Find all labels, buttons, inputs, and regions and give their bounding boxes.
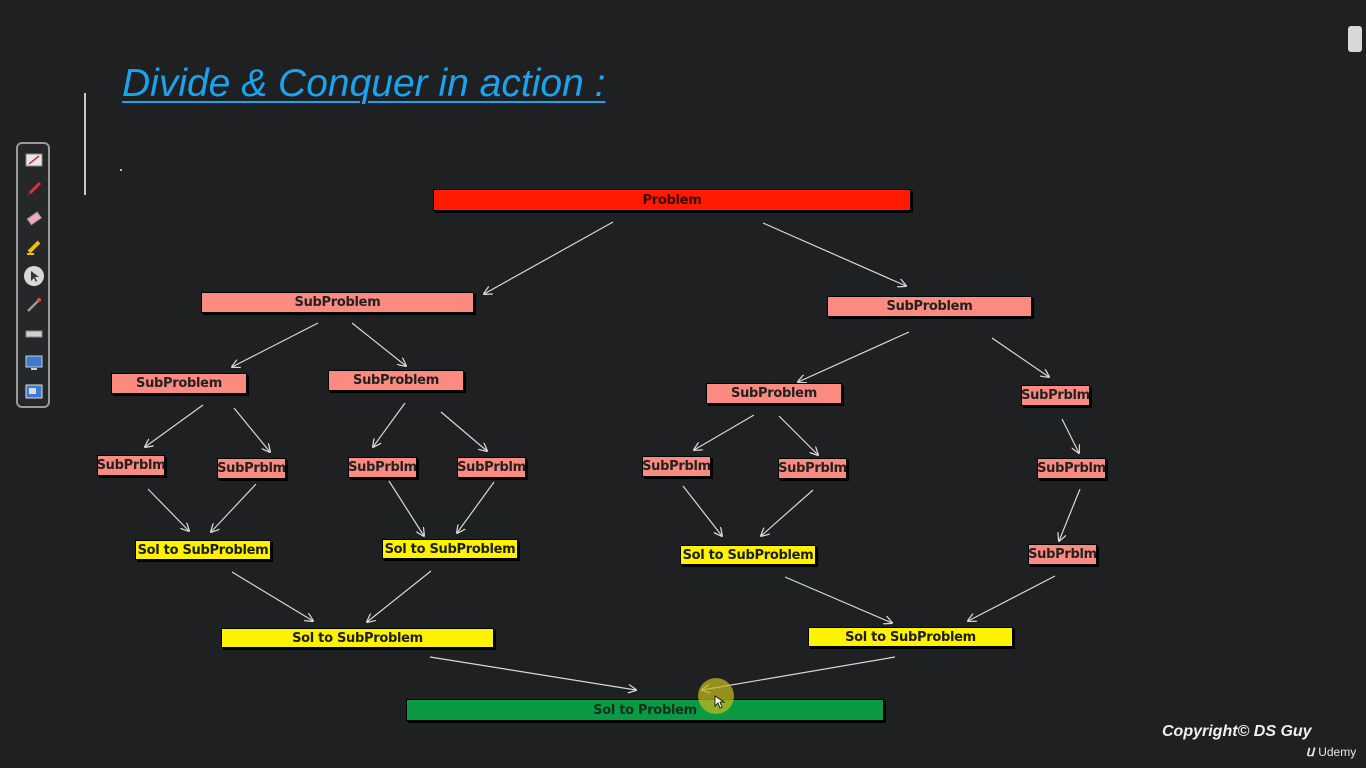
slide-margin-line xyxy=(84,93,86,195)
stray-dot xyxy=(120,169,122,171)
solution-box-3: Sol to SubProblem xyxy=(680,545,816,565)
copyright-text: Copyright© DS Guy xyxy=(1162,723,1312,740)
subproblem-box-l2-2: SubProblem xyxy=(328,370,464,391)
pen-icon[interactable] xyxy=(24,179,44,199)
screen-icon[interactable] xyxy=(24,353,44,373)
whiteboard-icon[interactable] xyxy=(24,150,44,170)
subproblem-box-l3-3: SubPrblm xyxy=(348,457,417,478)
subproblem-box-l2-1: SubProblem xyxy=(111,373,247,394)
udemy-logo-icon: ᥙ xyxy=(1306,743,1315,760)
pointer-icon[interactable] xyxy=(24,266,44,286)
subproblem-box-l2-3: SubProblem xyxy=(706,383,842,404)
subproblem-box-l3-5: SubPrblm xyxy=(642,456,711,477)
eraser-icon[interactable] xyxy=(24,208,44,228)
annotation-toolbar xyxy=(16,142,50,408)
laser-pointer-icon[interactable] xyxy=(24,295,44,315)
udemy-label: Udemy xyxy=(1318,744,1357,759)
highlighter-icon[interactable] xyxy=(24,237,44,257)
solution-box-2: Sol to SubProblem xyxy=(382,539,518,559)
final-solution-box: Sol to Problem xyxy=(406,699,884,721)
mouse-cursor-icon xyxy=(714,695,726,709)
subproblem-box-l1-left: SubProblem xyxy=(201,292,474,313)
subproblem-box-l4: SubPrblm xyxy=(1028,544,1097,565)
scroll-widget[interactable] xyxy=(1348,26,1362,52)
subproblem-box-l1-right: SubProblem xyxy=(827,296,1032,317)
capture-icon[interactable] xyxy=(24,382,44,402)
subproblem-box-l3-1: SubPrblm xyxy=(97,455,166,476)
udemy-watermark: ᥙ Udemy xyxy=(1306,743,1356,760)
subproblem-box-l3-4: SubPrblm xyxy=(457,457,526,478)
cursor-highlight xyxy=(698,678,734,714)
subproblem-box-l3-7: SubPrblm xyxy=(1037,458,1106,479)
subproblem-box-l3-6: SubPrblm xyxy=(778,458,847,479)
problem-box: Problem xyxy=(433,189,911,211)
solution-box-merged-left: Sol to SubProblem xyxy=(221,628,494,648)
page-title: Divide & Conquer in action : xyxy=(122,62,606,105)
ruler-icon[interactable] xyxy=(24,324,44,344)
solution-box-1: Sol to SubProblem xyxy=(135,540,271,560)
subproblem-box-l2-4: SubPrblm xyxy=(1021,385,1090,406)
solution-box-merged-right: Sol to SubProblem xyxy=(808,627,1013,647)
subproblem-box-l3-2: SubPrblm xyxy=(217,458,286,479)
